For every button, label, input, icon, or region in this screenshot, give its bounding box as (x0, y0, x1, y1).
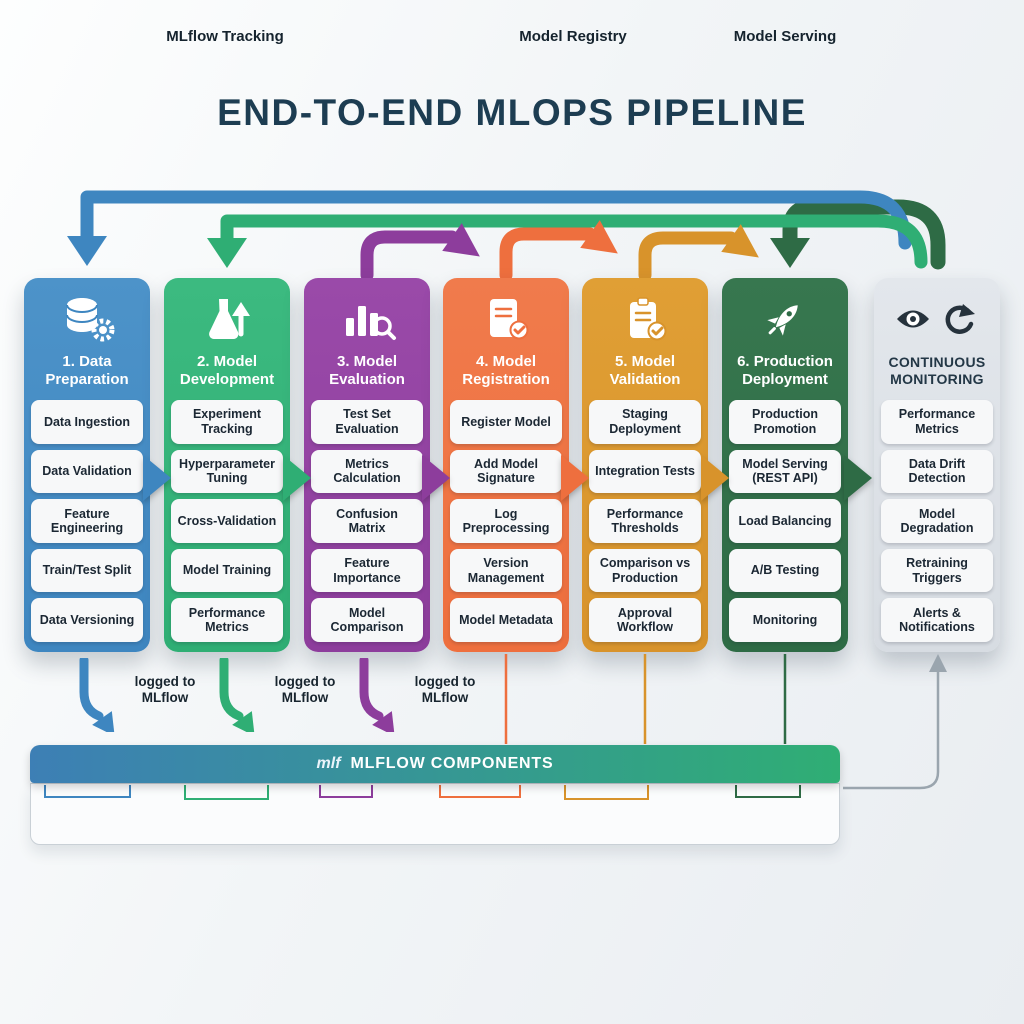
stage-item: Model Serving (REST API) (729, 449, 841, 494)
stage-item: Add Model Signature (450, 449, 562, 494)
bar-chart-magnifier-icon (311, 290, 423, 348)
curved-down-arrow-icon (219, 658, 255, 732)
feedback-arrow-green (220, 214, 928, 269)
stage-item: Approval Workflow (589, 598, 701, 642)
stage-item: Version Management (450, 548, 562, 593)
stage-title: 2. Model Development (179, 352, 275, 388)
stage-title: 6. Production Deployment (737, 352, 833, 388)
component-model-registry: Model Registry (519, 28, 627, 45)
arrow-head-purple (442, 223, 480, 257)
clipboard-check-icon (589, 290, 701, 348)
stage-item: Model Comparison (311, 598, 423, 642)
arrow-right-icon (422, 455, 450, 501)
stage-item: Alerts & Notifications (881, 598, 993, 642)
stage-data-preparation: 1. Data Preparation Data Ingestion Data … (24, 278, 150, 652)
stage-item: Register Model (450, 400, 562, 444)
stage-item: Cross-Validation (171, 499, 283, 543)
experiment-flask-icon (171, 290, 283, 348)
arrow-right-icon (143, 455, 171, 501)
curved-down-arrow-icon (79, 658, 115, 732)
stage-model-development: 2. Model Development Experiment Tracking… (164, 278, 290, 652)
stage-item: Integration Tests (589, 449, 701, 494)
stage-continuous-monitoring: CONTINUOUS MONITORING Performance Metric… (874, 278, 1000, 652)
stage-item: Hyperparameter Tuning (171, 449, 283, 494)
page-title: END-TO-END MLOPS PIPELINE (217, 92, 807, 133)
logged-note: logged to MLflow (212, 658, 346, 732)
arrow-head-orange (580, 220, 618, 254)
stage-item: Train/Test Split (31, 548, 143, 593)
stage-item: Performance Metrics (171, 598, 283, 642)
stage-item: Feature Engineering (31, 499, 143, 543)
stage-item: Data Versioning (31, 598, 143, 642)
stage-model-evaluation: 3. Model Evaluation Test Set Evaluation … (304, 278, 430, 652)
stage-item: Data Drift Detection (881, 449, 993, 494)
feedback-arrow-amber (638, 231, 738, 282)
logged-note-label: logged to MLflow (414, 674, 476, 706)
stage-production-deployment: 6. Production Deployment Production Prom… (722, 278, 848, 652)
stage-item: Feature Importance (311, 548, 423, 593)
stage-item: Confusion Matrix (311, 499, 423, 543)
stage-item: A/B Testing (729, 548, 841, 593)
stage-item: Comparison vs Production (589, 548, 701, 593)
stage-item: Performance Thresholds (589, 499, 701, 543)
arrow-head-blue (67, 236, 107, 266)
stage-title: 3. Model Evaluation (329, 352, 405, 388)
mlflow-components-banner: mlf MLFLOW COMPONENTS (30, 745, 840, 783)
feedback-arrows (67, 190, 946, 282)
curved-down-arrow-icon (359, 658, 395, 732)
feedback-arrow-orange (499, 227, 597, 282)
stage-model-validation: 5. Model Validation Staging Deployment I… (582, 278, 708, 652)
connector-gray-monitoring (843, 664, 940, 790)
arrow-head-gray-up (929, 654, 947, 672)
journal-check-icon (450, 290, 562, 348)
stage-item: Experiment Tracking (171, 400, 283, 444)
stage-item: Performance Metrics (881, 400, 993, 444)
arrow-right-icon (844, 455, 872, 501)
stage-item: Retraining Triggers (881, 548, 993, 593)
component-mlflow-tracking: MLflow Tracking (166, 28, 284, 45)
stage-model-registration: 4. Model Registration Register Model Add… (443, 278, 569, 652)
arrow-right-icon (561, 455, 589, 501)
stage-item: Model Metadata (450, 598, 562, 642)
mlflow-components-box (30, 783, 840, 845)
component-model-serving: Model Serving (733, 28, 837, 45)
stage-title: 5. Model Validation (609, 352, 681, 388)
feedback-arrow-dark-green (782, 199, 946, 270)
arrow-head-amber (721, 224, 759, 258)
stage-item: Model Training (171, 548, 283, 593)
arrow-head-green (207, 238, 247, 268)
stage-item: Staging Deployment (589, 400, 701, 444)
stage-item: Model Degradation (881, 499, 993, 543)
logged-note-label: logged to MLflow (134, 674, 196, 706)
stage-item: Log Preprocessing (450, 499, 562, 543)
stage-item: Data Ingestion (31, 400, 143, 444)
stage-item: Production Promotion (729, 400, 841, 444)
stage-item: Load Balancing (729, 499, 841, 543)
stage-title: 1. Data Preparation (45, 352, 129, 388)
arrow-right-icon (283, 455, 311, 501)
logged-note-label: logged to MLflow (274, 674, 336, 706)
stage-item: Test Set Evaluation (311, 400, 423, 444)
feedback-arrow-purple (360, 230, 459, 282)
stage-title: CONTINUOUS MONITORING (888, 353, 986, 387)
arrow-head-dark-green (770, 238, 810, 268)
mlflow-logo: mlf (316, 755, 341, 772)
rocket-icon (729, 290, 841, 348)
logged-note: logged to MLflow (72, 658, 206, 732)
stage-title: 4. Model Registration (462, 352, 550, 388)
arrow-right-icon (701, 455, 729, 501)
database-gear-icon (31, 290, 143, 348)
mlflow-banner-label: MLFLOW COMPONENTS (350, 755, 554, 772)
feedback-arrow-blue (80, 190, 912, 250)
logged-note: logged to MLflow (352, 658, 486, 732)
stage-item: Data Validation (31, 449, 143, 494)
stage-item: Metrics Calculation (311, 449, 423, 494)
stage-item: Monitoring (729, 598, 841, 642)
eye-refresh-icon (881, 290, 993, 348)
